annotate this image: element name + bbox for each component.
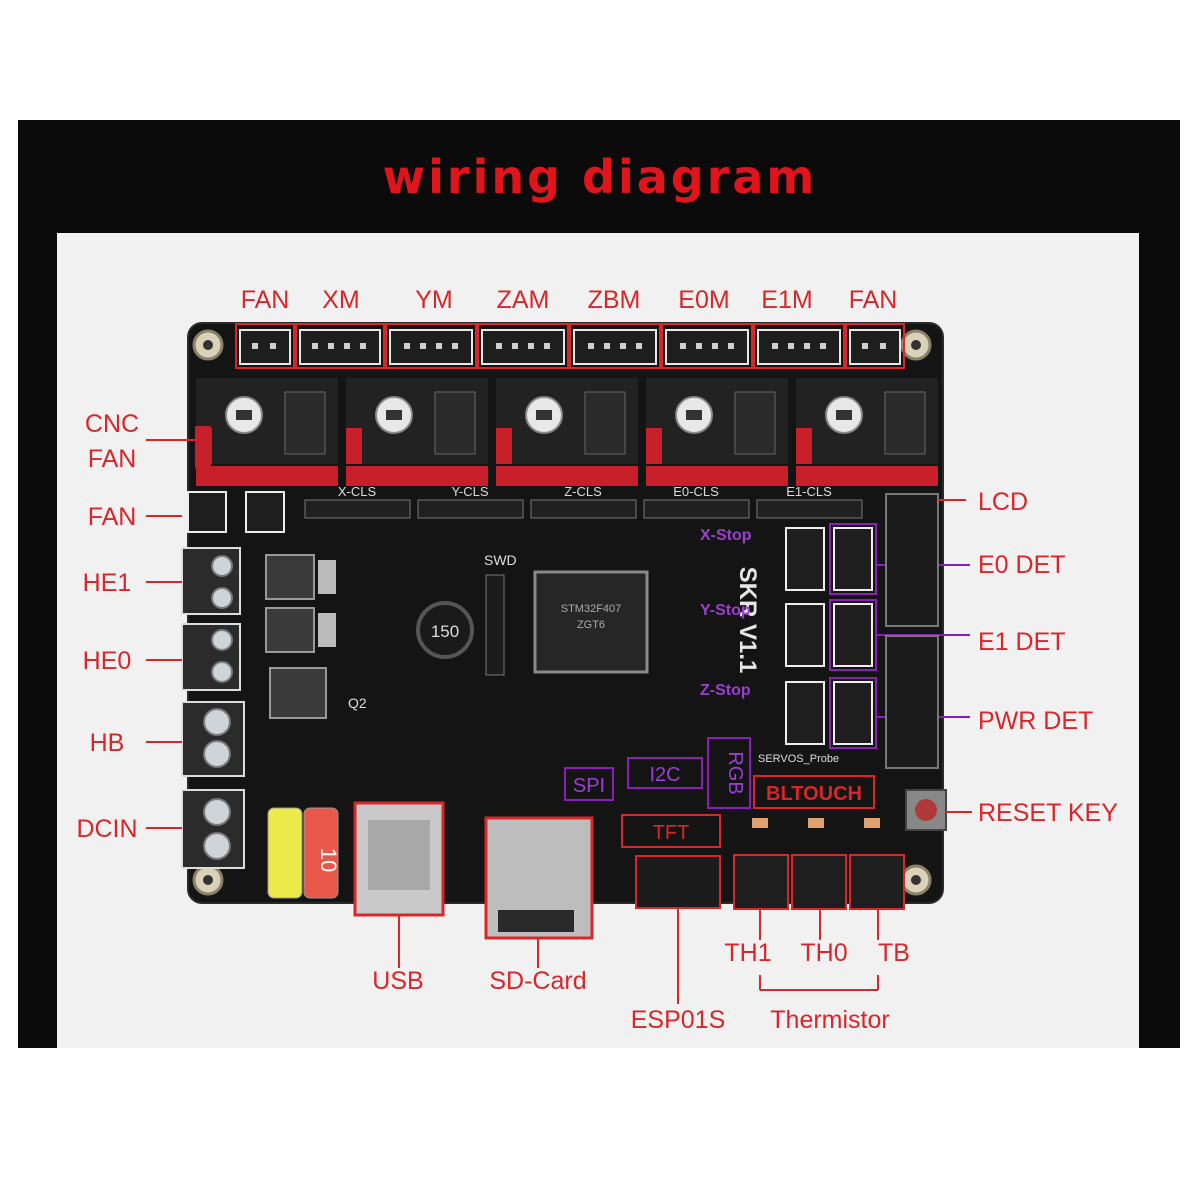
fuse-label: 10 [316,848,341,872]
right-label-e1-det: E1 DET [978,628,1066,656]
endstop-e0-label: E0-CLS [673,484,719,499]
endstop-y-label: Y-CLS [451,484,488,499]
right-label-e0-det: E0 DET [978,551,1066,579]
swd-label: SWD [484,552,517,568]
right-label-pwr-det: PWR DET [978,707,1094,735]
bottom-label-usb: USB [372,967,424,995]
fuse-red [303,807,339,899]
endstop-x-label: X-CLS [338,484,377,499]
left-label-dcin: DCIN [76,815,138,843]
bottom-label-th1: TH1 [724,939,772,967]
endstop-e1-label: E1-CLS [786,484,832,499]
top-connector-pins [252,343,886,349]
mcu-chip [533,570,649,674]
servos-probe-silk: SERVOS_Probe [758,753,839,765]
mcu-text-2: ZGT6 [577,619,605,631]
diagram-title: wiring diagram [382,150,818,204]
i2c-tag: I2C [649,764,680,786]
driver-sockets [196,378,938,486]
x-stop-silk: X-Stop [700,527,752,544]
power-components [265,554,327,719]
inner-tags: SPI I2C RGB BLTOUCH TFT SERVOS_Probe [564,737,875,848]
bltouch-tag: BLTOUCH [766,783,862,805]
mcu-text-1: STM32F407 [561,603,622,615]
left-connectors [181,426,285,869]
esp01s-header [635,855,721,909]
left-label-he0: HE0 [82,647,132,675]
left-label-hb: HB [89,729,125,757]
board-name-silk: SKR V1.1 [734,567,761,674]
endstop-strip: X-CLS Y-CLS Z-CLS E0-CLS E1-CLS [304,484,863,519]
right-label-lcd: LCD [978,488,1029,516]
endstop-z-label: Z-CLS [564,484,602,499]
right-label-reset-key: RESET KEY [978,799,1118,827]
left-label-fan: FAN [87,503,137,531]
left-label-cnc-fan: FAN [87,445,137,473]
y-stop-silk: Y-Stop [700,602,751,619]
top-label-ym: YM [415,286,453,314]
bottom-label-sd-card: SD-Card [489,967,587,995]
rgb-tag: RGB [724,751,746,794]
spi-tag: SPI [573,775,605,797]
callout-lines [146,439,972,1004]
top-label-e0m: E0M [678,286,730,314]
inductor [416,601,474,659]
bottom-label-th0: TH0 [800,939,848,967]
top-label-xm: XM [322,286,360,314]
left-label-cnc: CNC [84,410,140,438]
bottom-label-tb: TB [878,939,910,967]
lcd-headers [885,493,939,769]
z-stop-silk: Z-Stop [700,682,751,699]
top-label-zbm: ZBM [587,286,641,314]
left-label-he1: HE1 [82,569,132,597]
bottom-label-esp01s: ESP01S [630,1006,726,1034]
q2-silk: Q2 [348,695,367,711]
top-label-fan-2: FAN [848,286,898,314]
top-label-e1m: E1M [761,286,813,314]
inductor-label: 150 [431,622,459,641]
swd-header [485,574,505,676]
top-label-zam: ZAM [496,286,550,314]
thermistor-connectors [733,854,905,910]
tft-tag: TFT [653,822,690,844]
fuse-yellow [267,807,303,899]
bottom-label-thermistor: Thermistor [770,1006,890,1034]
top-label-fan-1: FAN [240,286,290,314]
det-connectors [785,527,873,745]
